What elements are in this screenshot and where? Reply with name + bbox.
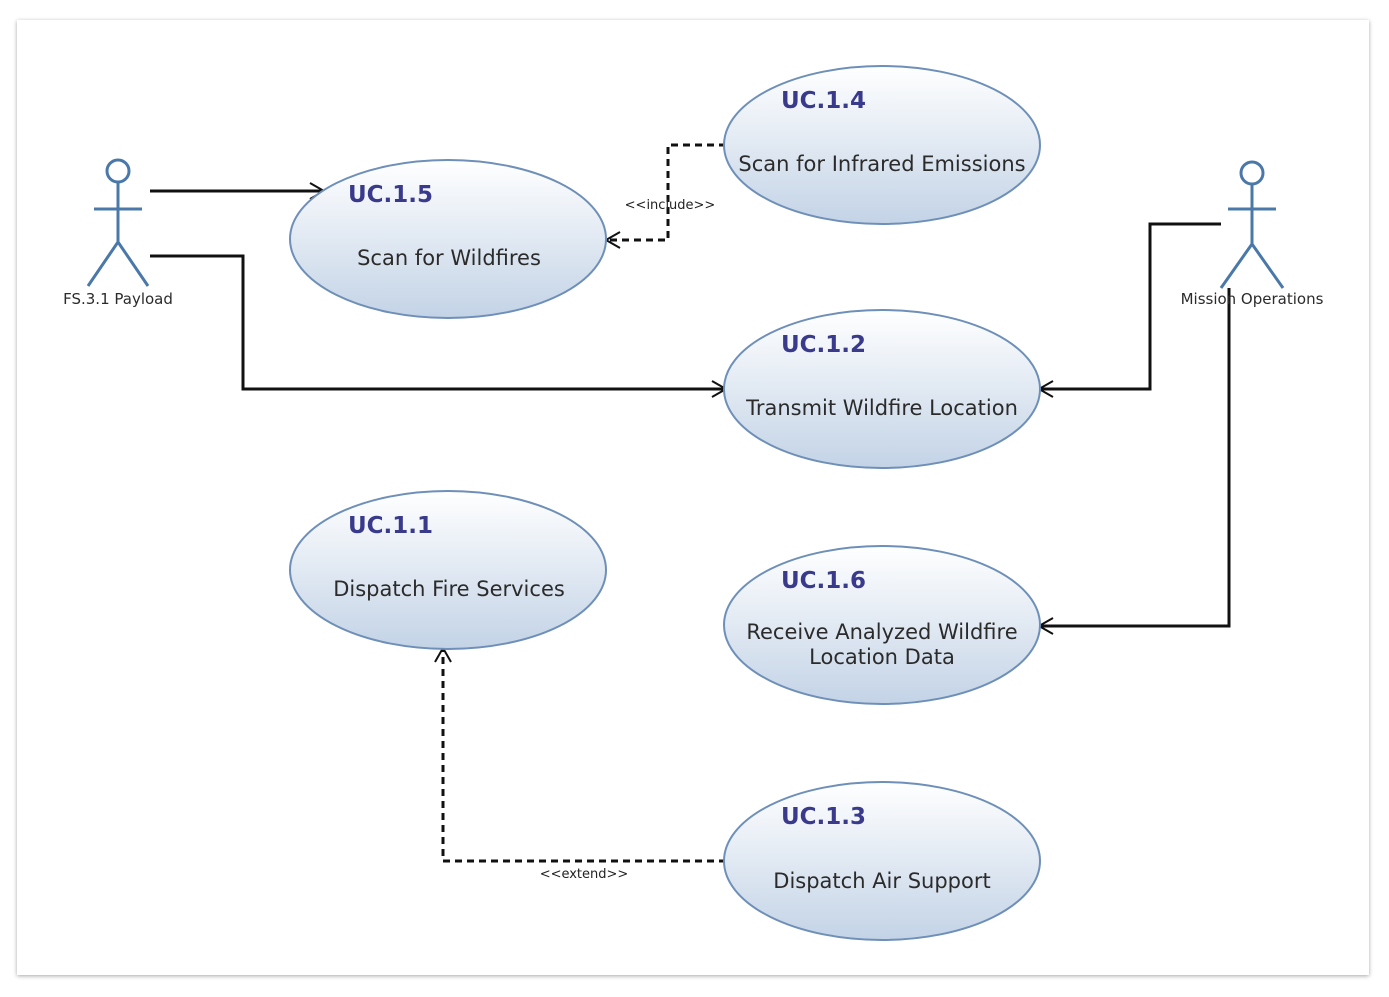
use-case-name: Dispatch Air Support xyxy=(773,869,990,893)
use-case-dispatch-fire-services[interactable]: UC.1.1 Dispatch Fire Services xyxy=(289,490,607,650)
use-case-id: UC.1.1 xyxy=(348,513,433,539)
include-label: <<include>> xyxy=(625,198,716,213)
use-case-id: UC.1.2 xyxy=(781,332,866,358)
association-payload-scan-wildfires[interactable] xyxy=(150,182,327,200)
association-mission-transmit-location[interactable] xyxy=(1036,222,1221,398)
use-case-id: UC.1.5 xyxy=(348,182,433,208)
use-case-name: Dispatch Fire Services xyxy=(333,577,565,601)
use-case-name-line2: Location Data xyxy=(809,645,955,669)
association-mission-receive-data[interactable] xyxy=(1036,288,1231,635)
use-case-scan-infrared[interactable]: UC.1.4 Scan for Infrared Emissions xyxy=(723,65,1041,225)
extend-dependency[interactable] xyxy=(434,645,726,863)
use-case-id: UC.1.3 xyxy=(781,804,866,830)
stick-figure-icon xyxy=(1219,160,1285,289)
use-case-dispatch-air-support[interactable]: UC.1.3 Dispatch Air Support xyxy=(723,781,1041,941)
use-case-name: Scan for Wildfires xyxy=(357,246,541,270)
use-case-receive-analyzed-data[interactable]: UC.1.6 Receive Analyzed Wildfire Locatio… xyxy=(723,545,1041,705)
use-case-transmit-location[interactable]: UC.1.2 Transmit Wildfire Location xyxy=(723,309,1041,469)
actor-mission-operations[interactable]: Mission Operations xyxy=(1181,160,1324,308)
include-dependency[interactable] xyxy=(603,143,726,249)
actor-label: FS.3.1 Payload xyxy=(63,290,173,308)
use-case-id: UC.1.6 xyxy=(781,568,866,594)
use-case-name: Scan for Infrared Emissions xyxy=(738,152,1025,176)
use-case-name-line1: Receive Analyzed Wildfire xyxy=(746,620,1017,644)
extend-label: <<extend>> xyxy=(540,867,629,882)
actor-payload[interactable]: FS.3.1 Payload xyxy=(63,158,173,308)
stick-figure-icon xyxy=(86,158,150,287)
actor-label: Mission Operations xyxy=(1181,290,1324,308)
use-case-name: Transmit Wildfire Location xyxy=(745,396,1018,420)
use-case-id: UC.1.4 xyxy=(781,88,866,114)
diagram-canvas xyxy=(17,20,1369,975)
use-case-scan-wildfires[interactable]: UC.1.5 Scan for Wildfires xyxy=(289,159,607,319)
